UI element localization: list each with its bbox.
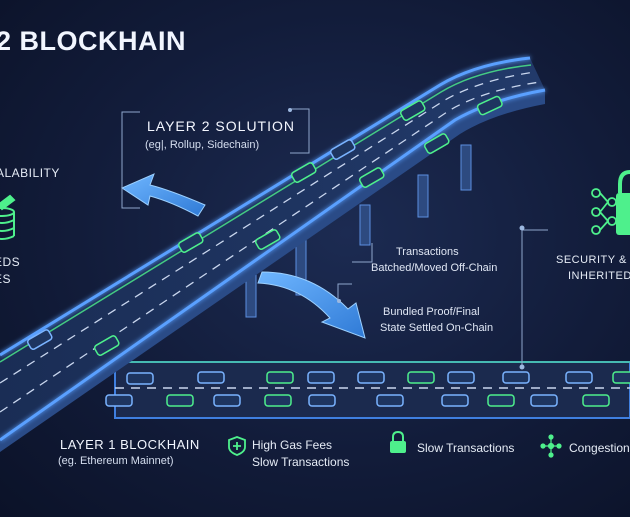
- issue-gas-slow: Slow Transactions: [252, 455, 350, 469]
- issue-slow-transactions: Slow Transactions: [417, 441, 515, 455]
- bridge-pillars: [245, 144, 472, 318]
- shield-plus-icon: [228, 436, 246, 456]
- callout-dots: [288, 108, 525, 370]
- transactions-callout-line2: Batched/Moved Off-Chain: [371, 262, 498, 274]
- scalability-label: ALABILITY: [0, 166, 60, 180]
- fees-label: ES: [0, 272, 12, 286]
- network-icon: [591, 188, 617, 235]
- layer2-title: LAYER 2 SOLUTION: [147, 118, 296, 134]
- arrow-up-left-icon: [120, 173, 206, 217]
- speeds-label: EDS: [0, 255, 21, 269]
- layer1-subtitle: (eg. Ethereum Mainnet): [58, 455, 174, 467]
- proof-callout-line2: State Settled On-Chain: [380, 322, 494, 334]
- node-graph-icon: [540, 434, 562, 458]
- issue-congestion: Congestion: [569, 441, 630, 455]
- lock-icon: [390, 430, 406, 453]
- layer2-subtitle: (eg|, Rollup, Sidechain): [145, 139, 260, 151]
- layer1-road: [60, 361, 630, 419]
- stack-coins-icon: [0, 194, 16, 240]
- layer2-cars: [26, 95, 503, 356]
- proof-callout-line1: Bundled Proof/Final: [383, 306, 480, 318]
- issue-gas-fees: High Gas Fees: [252, 438, 333, 452]
- layer1-cars: [105, 371, 630, 407]
- security-label-line1: SECURITY & I: [556, 254, 630, 266]
- security-label-line2: INHERITED: [568, 270, 630, 282]
- padlock-icon: [616, 170, 630, 235]
- page-title: 2 BLOCKHAIN: [0, 26, 187, 56]
- arrow-down-right-icon: [257, 271, 366, 339]
- layer1-title: LAYER 1 BLOCKHAIN: [60, 437, 200, 452]
- transactions-callout-line1: Transactions: [396, 246, 459, 258]
